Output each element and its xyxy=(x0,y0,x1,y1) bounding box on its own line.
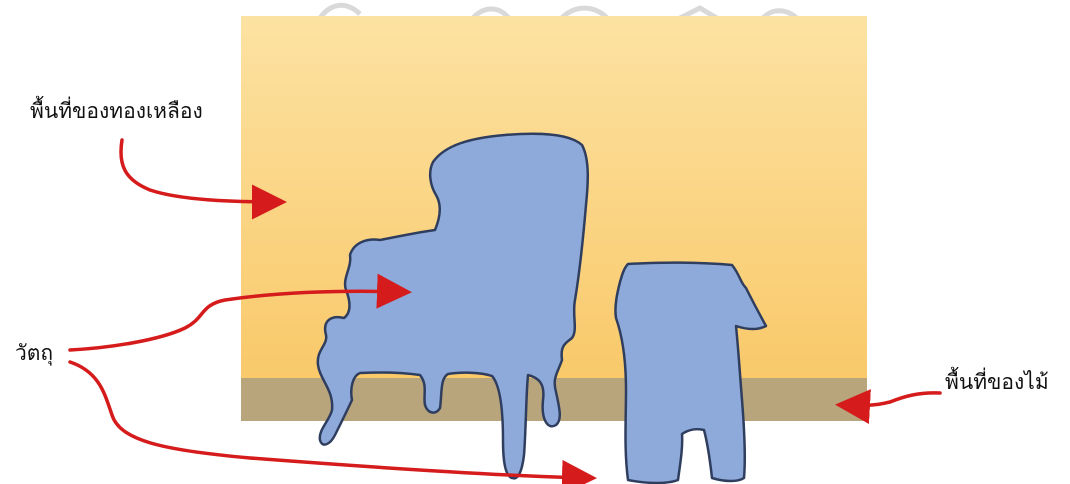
brass-area-label: พื้นที่ของทองเหลือง xyxy=(30,96,203,123)
wood-area-label: พื้นที่ของไม้ xyxy=(945,367,1049,394)
object-label: วัตถุ xyxy=(15,341,53,366)
